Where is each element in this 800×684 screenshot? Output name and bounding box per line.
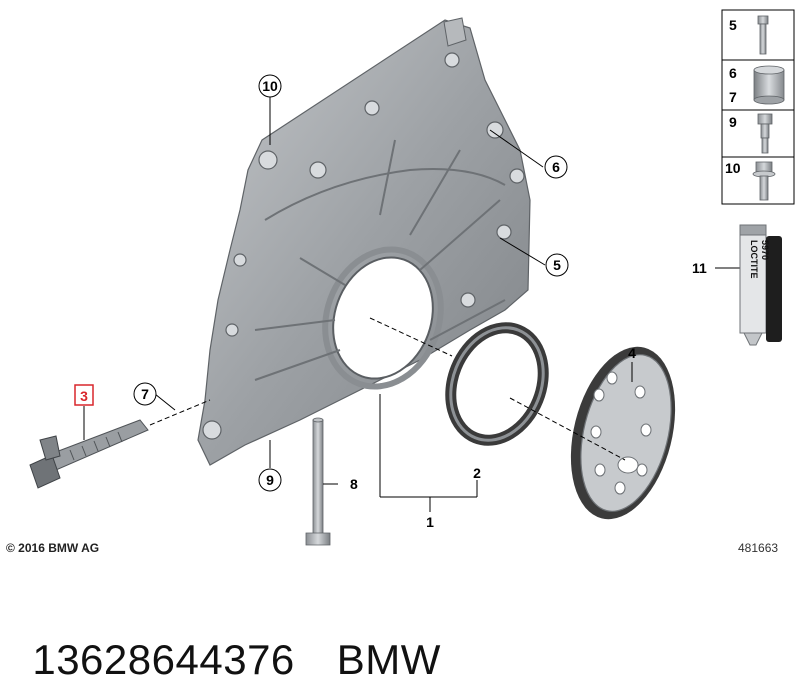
timing-cover — [197, 17, 531, 466]
legend-label-7: 7 — [729, 89, 737, 105]
svg-text:5: 5 — [553, 257, 561, 273]
part-caption: 13628644376 BMW — [8, 588, 441, 684]
callout-5: 5 — [545, 253, 569, 277]
flange-bolt-icon — [752, 161, 776, 201]
callout-leaders — [83, 97, 740, 512]
exploded-parts-diagram: 10 6 5 7 9 8 2 1 4 11 3 5 6 7 — [29, 9, 795, 546]
callout-10: 10 — [258, 74, 282, 98]
legend-label-5: 5 — [729, 17, 737, 33]
legend-label-10: 10 — [725, 160, 741, 176]
long-bolt — [305, 417, 331, 546]
callout-2: 2 — [473, 465, 481, 481]
bolt-icon — [757, 15, 769, 55]
svg-text:3: 3 — [80, 388, 88, 404]
small-parts-legend: 5 6 7 9 10 — [721, 9, 795, 205]
dowel-sleeve-icon — [753, 65, 785, 105]
tube-brand: LOCTITE — [749, 240, 759, 279]
callout-9: 9 — [258, 468, 282, 492]
svg-text:7: 7 — [141, 386, 149, 402]
callout-6: 6 — [544, 155, 568, 179]
leader-lines — [149, 317, 626, 461]
stud-bolt-icon — [757, 113, 773, 154]
callout-8: 8 — [350, 476, 358, 492]
legend-label-9: 9 — [729, 114, 737, 130]
callout-7: 7 — [133, 382, 157, 406]
copyright-notice: © 2016 BMW AG — [6, 541, 100, 555]
callout-4: 4 — [628, 345, 636, 361]
callout-11: 11 — [692, 260, 707, 276]
svg-text:6: 6 — [552, 159, 560, 175]
callout-3-highlighted: 3 — [74, 384, 94, 406]
svg-text:9: 9 — [266, 472, 274, 488]
sealant-tube: LOCTITE 5970 — [739, 224, 782, 346]
tube-code: 5970 — [760, 240, 770, 260]
brand-name: BMW — [336, 636, 441, 683]
legend-label-6: 6 — [729, 65, 737, 81]
callout-1: 1 — [426, 514, 434, 530]
figure-id: 481663 — [738, 541, 779, 555]
radial-shaft-seal — [445, 322, 549, 446]
sensor-wheel — [570, 346, 676, 520]
svg-text:10: 10 — [262, 78, 278, 94]
part-number: 13628644376 — [32, 636, 295, 683]
crankshaft-sensor — [29, 419, 149, 489]
